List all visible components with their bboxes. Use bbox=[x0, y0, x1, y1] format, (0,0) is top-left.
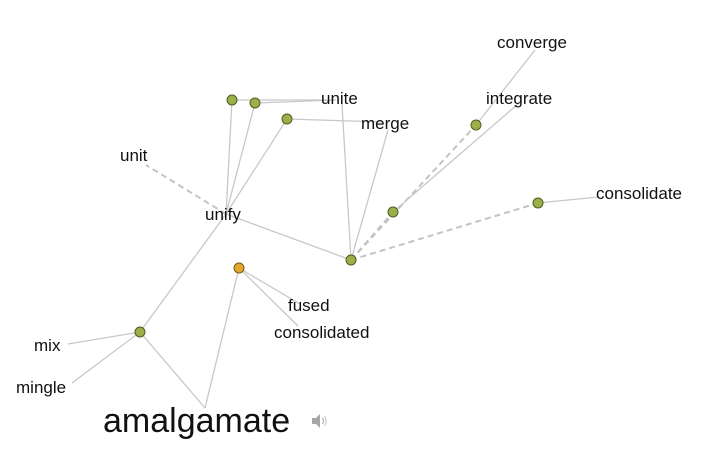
edge-mixnode-unify bbox=[139, 213, 227, 333]
meaning-node[interactable] bbox=[345, 254, 357, 266]
edge-adj-consolidated bbox=[238, 267, 299, 327]
edge-unify-node1 bbox=[225, 99, 233, 215]
graph-edges bbox=[67, 49, 599, 409]
edge-node2-unite bbox=[254, 99, 337, 104]
edge-hub-unite bbox=[341, 103, 352, 261]
edge-root-adj-node bbox=[204, 267, 240, 409]
edge-hub-consolidate-node bbox=[350, 202, 539, 261]
meaning-node[interactable] bbox=[387, 206, 399, 218]
meaning-node[interactable] bbox=[532, 197, 544, 209]
word-unite[interactable]: unite bbox=[321, 89, 358, 108]
word-converge[interactable]: converge bbox=[497, 33, 567, 52]
meaning-node[interactable] bbox=[134, 326, 146, 338]
word-fused[interactable]: fused bbox=[288, 296, 330, 315]
meaning-node[interactable] bbox=[249, 97, 261, 109]
edge-node4-integrate bbox=[392, 103, 519, 213]
edge-root-mix-node bbox=[139, 331, 206, 409]
edge-consolidatenode-consolidate bbox=[537, 196, 599, 204]
adjective-node[interactable] bbox=[233, 262, 245, 274]
edge-unify-hub bbox=[225, 213, 352, 261]
edge-adj-fused bbox=[238, 267, 301, 305]
edge-node3-merge bbox=[286, 118, 383, 123]
edge-mixnode-mix bbox=[67, 331, 141, 345]
graph-nodes bbox=[134, 94, 544, 338]
edge-hub-merge bbox=[350, 129, 389, 261]
meaning-node[interactable] bbox=[470, 119, 482, 131]
root-word: amalgamate bbox=[103, 402, 291, 440]
edge-unify-unit bbox=[145, 164, 227, 215]
meaning-node[interactable] bbox=[226, 94, 238, 106]
word-unit[interactable]: unit bbox=[120, 146, 148, 165]
speaker-icon[interactable] bbox=[311, 413, 329, 429]
word-consolidate[interactable]: consolidate bbox=[596, 184, 683, 203]
edge-hub-integrate-node bbox=[350, 124, 477, 261]
edge-integratenode-converge bbox=[475, 49, 536, 126]
word-mingle[interactable]: mingle bbox=[16, 378, 67, 397]
word-merge[interactable]: merge bbox=[361, 114, 410, 133]
word-unify[interactable]: unify bbox=[205, 205, 241, 224]
word-integrate[interactable]: integrate bbox=[486, 89, 553, 108]
edge-unify-node2 bbox=[225, 102, 256, 215]
meaning-node[interactable] bbox=[281, 113, 293, 125]
edge-unify-node3 bbox=[225, 118, 288, 215]
edge-mixnode-mingle bbox=[71, 331, 141, 384]
word-consolidated[interactable]: consolidated bbox=[274, 323, 370, 342]
word-mix[interactable]: mix bbox=[34, 336, 61, 355]
